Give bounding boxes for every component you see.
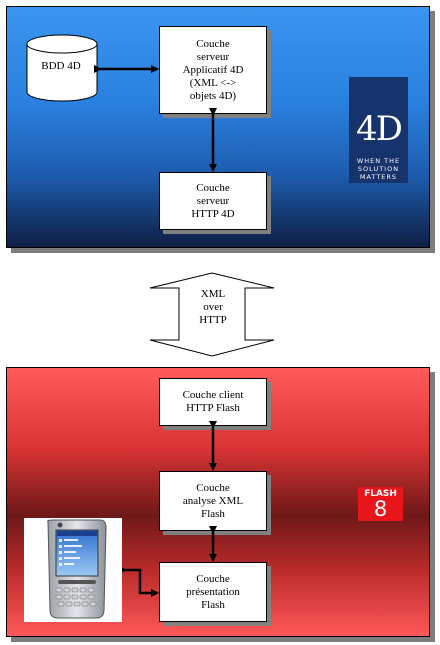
xml-over-http-arrow [149, 272, 275, 357]
database-cylinder: BDD 4D [26, 34, 98, 104]
4d-logo-tagline: WHEN THE SOLUTION MATTERS [356, 157, 401, 181]
flash-logo-name: FLASH [364, 489, 397, 499]
4d-logo-mark: 4D [356, 109, 403, 149]
app-server-layer-box: Couche serveur Applicatif 4D (XML <-> ob… [159, 26, 267, 114]
4d-logo: 4D WHEN THE SOLUTION MATTERS [349, 77, 408, 183]
presentation-layer-box: Couche présentation Flash [159, 562, 267, 622]
pda-device-image [24, 518, 122, 622]
http-client-layer-box: Couche client HTTP Flash [159, 378, 267, 426]
pda-device-icon [47, 519, 107, 619]
http-server-layer-box: Couche serveur HTTP 4D [159, 172, 267, 230]
device-presentation-arrow [119, 566, 159, 597]
transport-label: XML over HTTP [199, 288, 227, 326]
xml-analysis-layer-box: Couche analyse XML Flash [159, 471, 267, 531]
database-label: BDD 4D [41, 60, 81, 72]
flash-logo-version: 8 [373, 497, 388, 521]
database-icon [26, 34, 98, 102]
flash-8-logo: FLASH 8 [358, 487, 403, 521]
